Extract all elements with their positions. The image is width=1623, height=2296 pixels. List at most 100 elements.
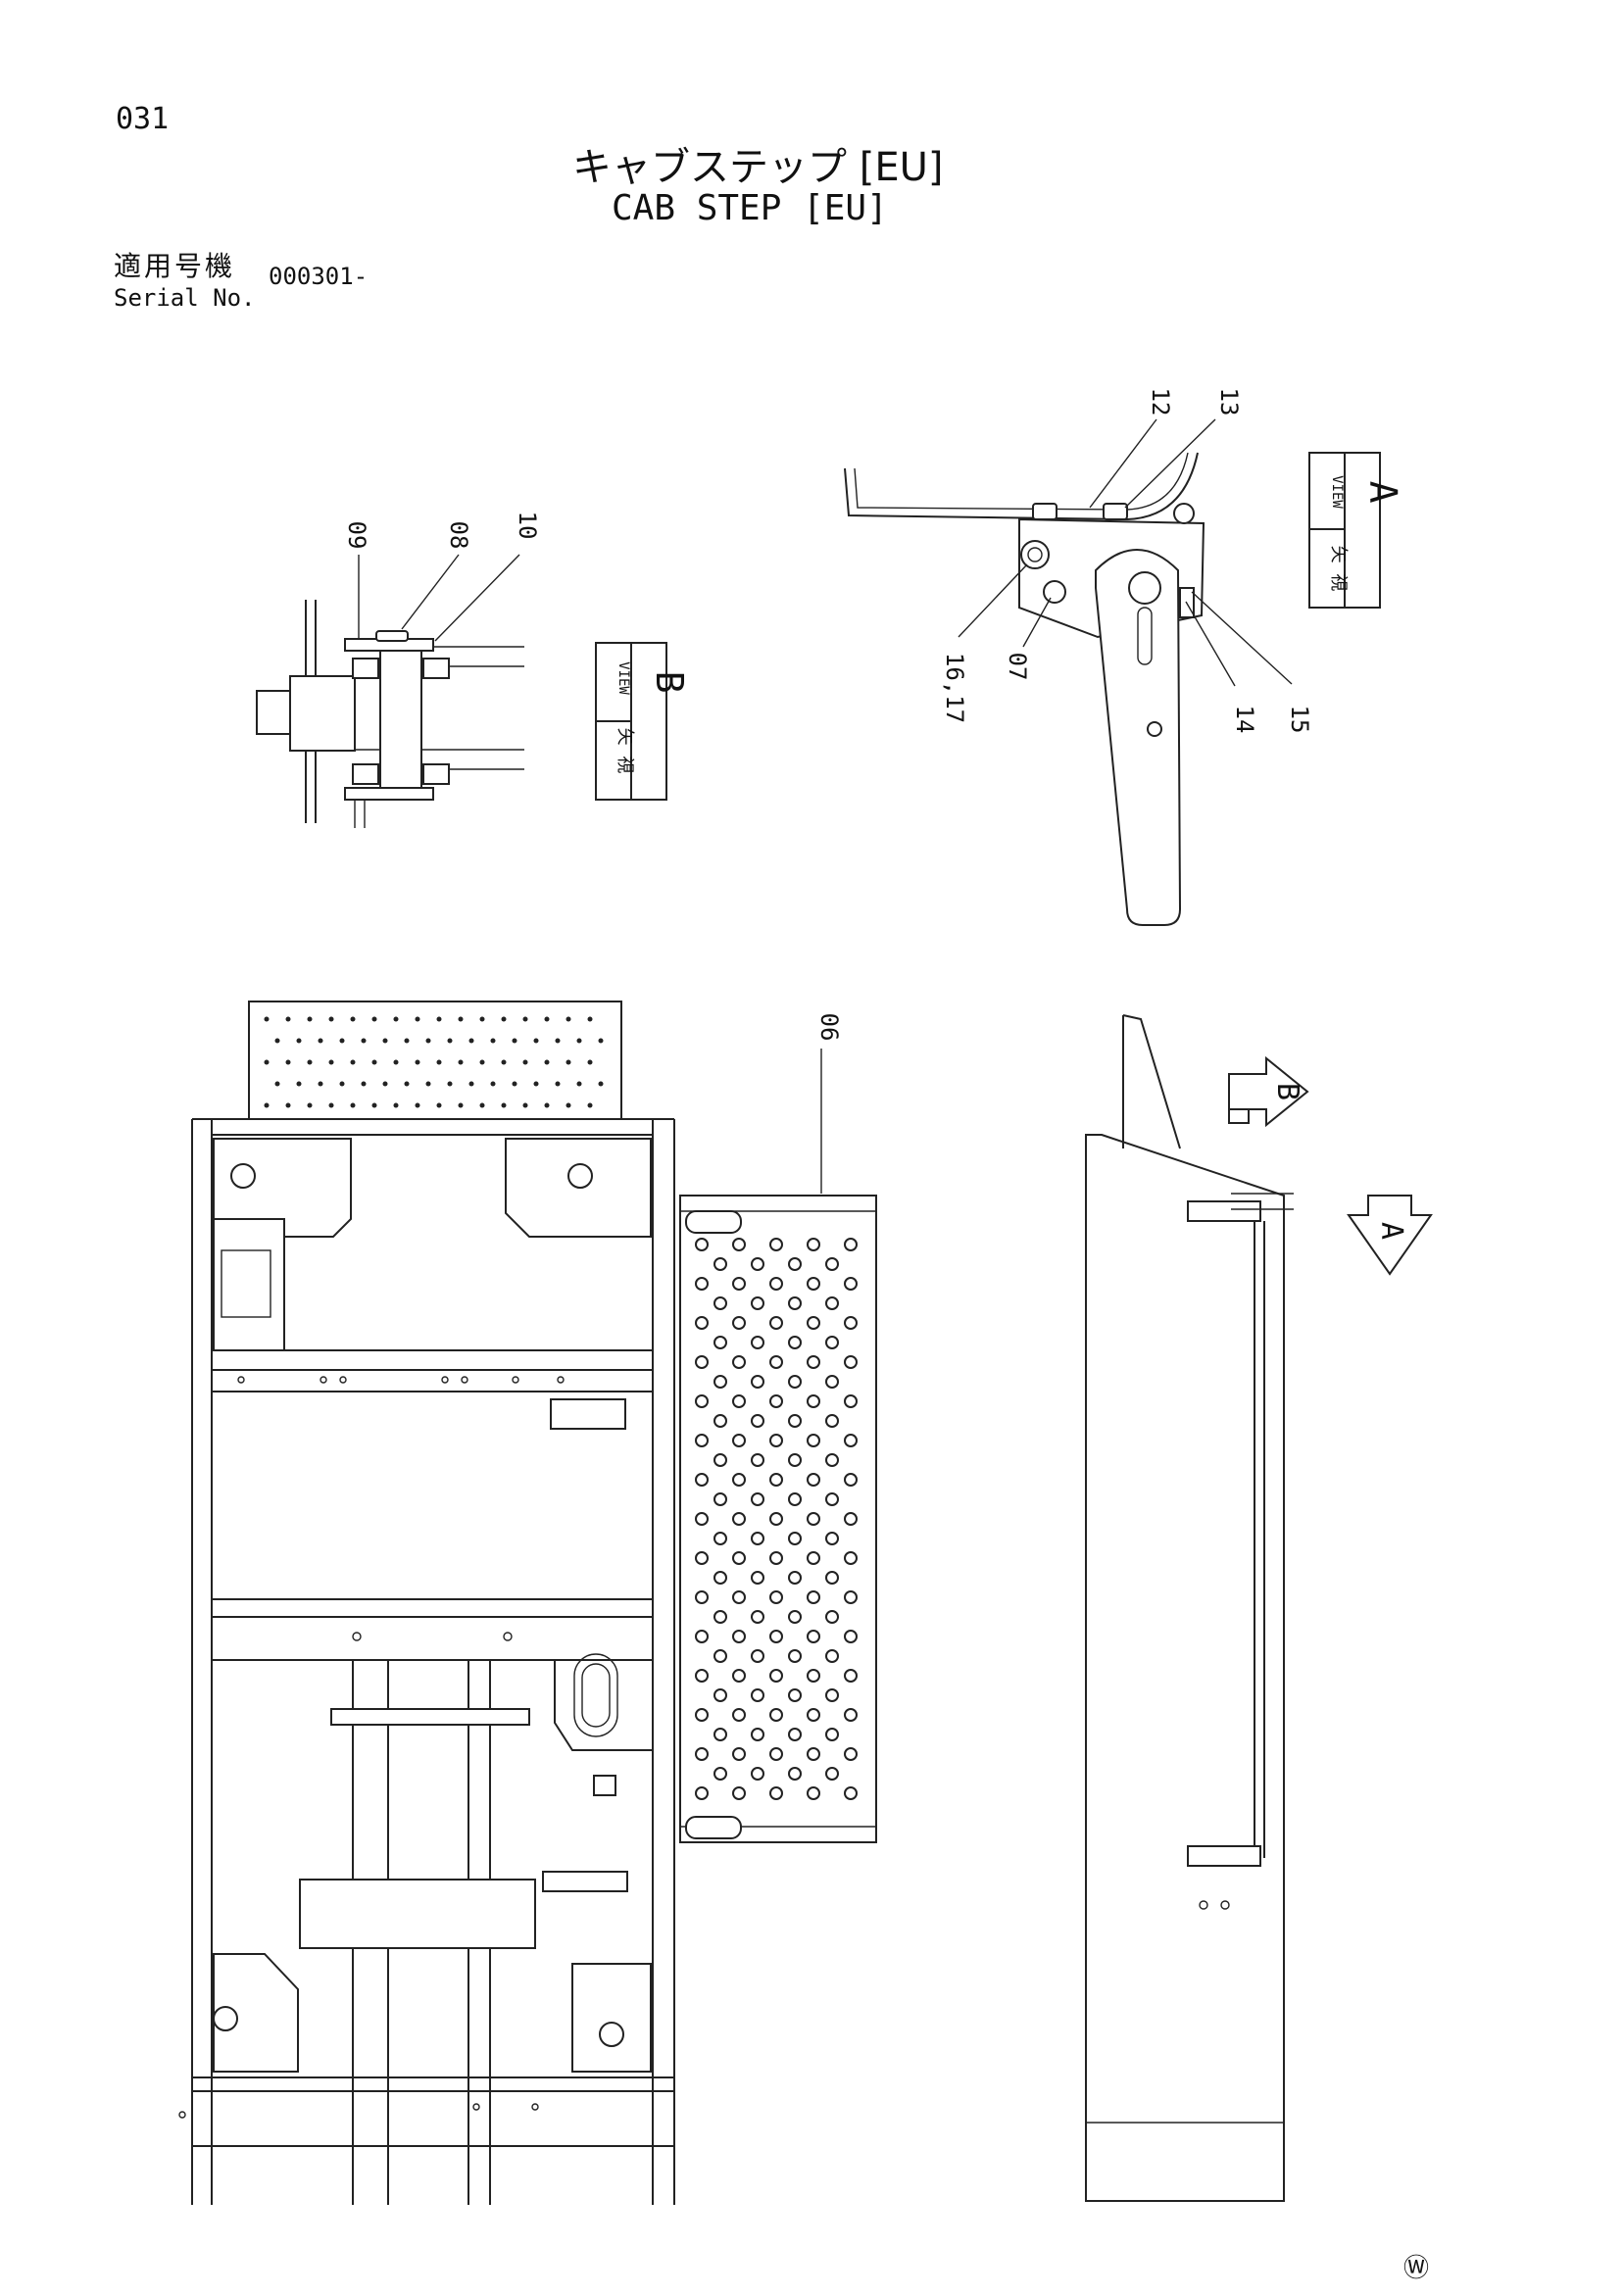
perforation-hole <box>807 1473 820 1487</box>
serial-label-english: Serial No. <box>114 284 256 312</box>
view-a-word: VIEW <box>1329 475 1345 509</box>
perforation-hole <box>713 1375 727 1389</box>
perforation-hole <box>732 1590 746 1604</box>
callout-16-17: 16,17 <box>941 653 968 723</box>
perforation-dot <box>285 1016 291 1022</box>
perforation-hole <box>713 1532 727 1545</box>
perforation-hole <box>732 1394 746 1408</box>
perforation-dot <box>415 1102 420 1108</box>
perforation-dot <box>404 1081 410 1087</box>
perforation-hole <box>695 1708 709 1722</box>
perforation-hole <box>769 1669 783 1683</box>
perforation-dot <box>415 1059 420 1065</box>
perforation-hole <box>844 1238 858 1251</box>
perforation-hole <box>751 1649 764 1663</box>
perforation-hole <box>732 1786 746 1800</box>
perforation-hole <box>695 1786 709 1800</box>
perforation-hole <box>807 1786 820 1800</box>
perforation-hole <box>713 1414 727 1428</box>
perforation-dot <box>479 1016 485 1022</box>
perforation-hole <box>732 1630 746 1643</box>
perforation-hole <box>695 1747 709 1761</box>
perforation-hole <box>769 1238 783 1251</box>
perforation-hole <box>751 1688 764 1702</box>
perforation-dot <box>522 1102 528 1108</box>
perforation-hole <box>788 1375 802 1389</box>
perforation-hole <box>825 1649 839 1663</box>
page-title-english: CAB STEP [EU] <box>612 188 888 228</box>
perforation-hole <box>788 1453 802 1467</box>
perforation-hole <box>769 1277 783 1291</box>
perforation-dot <box>512 1081 517 1087</box>
perforation-hole <box>769 1512 783 1526</box>
perforation-hole <box>807 1551 820 1565</box>
view-b-detail: 09 08 10 矢 視 VIEW B <box>256 512 691 828</box>
callout-06: 06 <box>815 1013 843 1042</box>
perforation-dot <box>512 1038 517 1044</box>
perforation-hole <box>713 1728 727 1741</box>
perforation-hole <box>732 1551 746 1565</box>
perforation-hole <box>751 1453 764 1467</box>
perforation-hole <box>751 1532 764 1545</box>
perforation-hole <box>807 1512 820 1526</box>
perforation-hole <box>751 1571 764 1585</box>
perforated-step-plate: 06 <box>679 1013 877 1843</box>
perforation-hole <box>695 1394 709 1408</box>
perforation-hole <box>807 1277 820 1291</box>
perforation-hole <box>844 1630 858 1643</box>
perforation-dot <box>274 1038 280 1044</box>
perforation-dot <box>264 1102 270 1108</box>
perforation-hole <box>844 1669 858 1683</box>
perforation-hole <box>788 1336 802 1349</box>
perforation-dot <box>264 1059 270 1065</box>
frame-bolt-holes <box>178 1376 565 2119</box>
view-b-kanji: 矢 視 <box>615 728 635 774</box>
watermark-logo: Ⓦ <box>1403 2254 1430 2283</box>
perforation-hole <box>751 1336 764 1349</box>
perforation-dot <box>447 1038 453 1044</box>
perforation-hole <box>844 1747 858 1761</box>
serial-number-value: 000301- <box>269 263 369 290</box>
perforation-dot <box>544 1016 550 1022</box>
perforation-dot <box>264 1016 270 1022</box>
perforation-hole <box>695 1434 709 1447</box>
perforation-hole <box>788 1571 802 1585</box>
perforation-hole <box>788 1492 802 1506</box>
perforation-dot <box>501 1016 507 1022</box>
perforation-hole <box>713 1257 727 1271</box>
perforation-dot <box>296 1038 302 1044</box>
perforation-hole <box>713 1492 727 1506</box>
perforation-dot <box>361 1081 367 1087</box>
perforation-dot <box>468 1038 474 1044</box>
perforation-hole <box>713 1688 727 1702</box>
perforation-dot <box>339 1038 345 1044</box>
perforation-hole <box>807 1434 820 1447</box>
perforation-hole <box>713 1336 727 1349</box>
perforation-hole <box>751 1375 764 1389</box>
perforation-hole <box>788 1296 802 1310</box>
perforation-hole <box>807 1355 820 1369</box>
top-tread-perforations <box>264 1016 604 1108</box>
perforation-hole <box>825 1610 839 1624</box>
main-step-frame <box>178 1001 675 2205</box>
perforation-hole <box>844 1394 858 1408</box>
perforation-hole <box>788 1767 802 1781</box>
perforation-dot <box>555 1038 561 1044</box>
perforation-dot <box>285 1102 291 1108</box>
perforation-dot <box>458 1059 464 1065</box>
perforation-dot <box>501 1059 507 1065</box>
perforation-dot <box>350 1102 356 1108</box>
perforation-hole <box>695 1590 709 1604</box>
perforation-hole <box>844 1551 858 1565</box>
perforation-dot <box>307 1102 313 1108</box>
serial-label-japanese: 適用号機 <box>114 250 236 282</box>
callout-09: 09 <box>343 521 370 550</box>
perforation-dot <box>371 1059 377 1065</box>
perforation-hole <box>732 1473 746 1487</box>
perforation-dot <box>490 1038 496 1044</box>
perforation-hole <box>788 1532 802 1545</box>
perforation-dot <box>371 1016 377 1022</box>
perforation-hole <box>769 1590 783 1604</box>
perforation-dot <box>361 1038 367 1044</box>
